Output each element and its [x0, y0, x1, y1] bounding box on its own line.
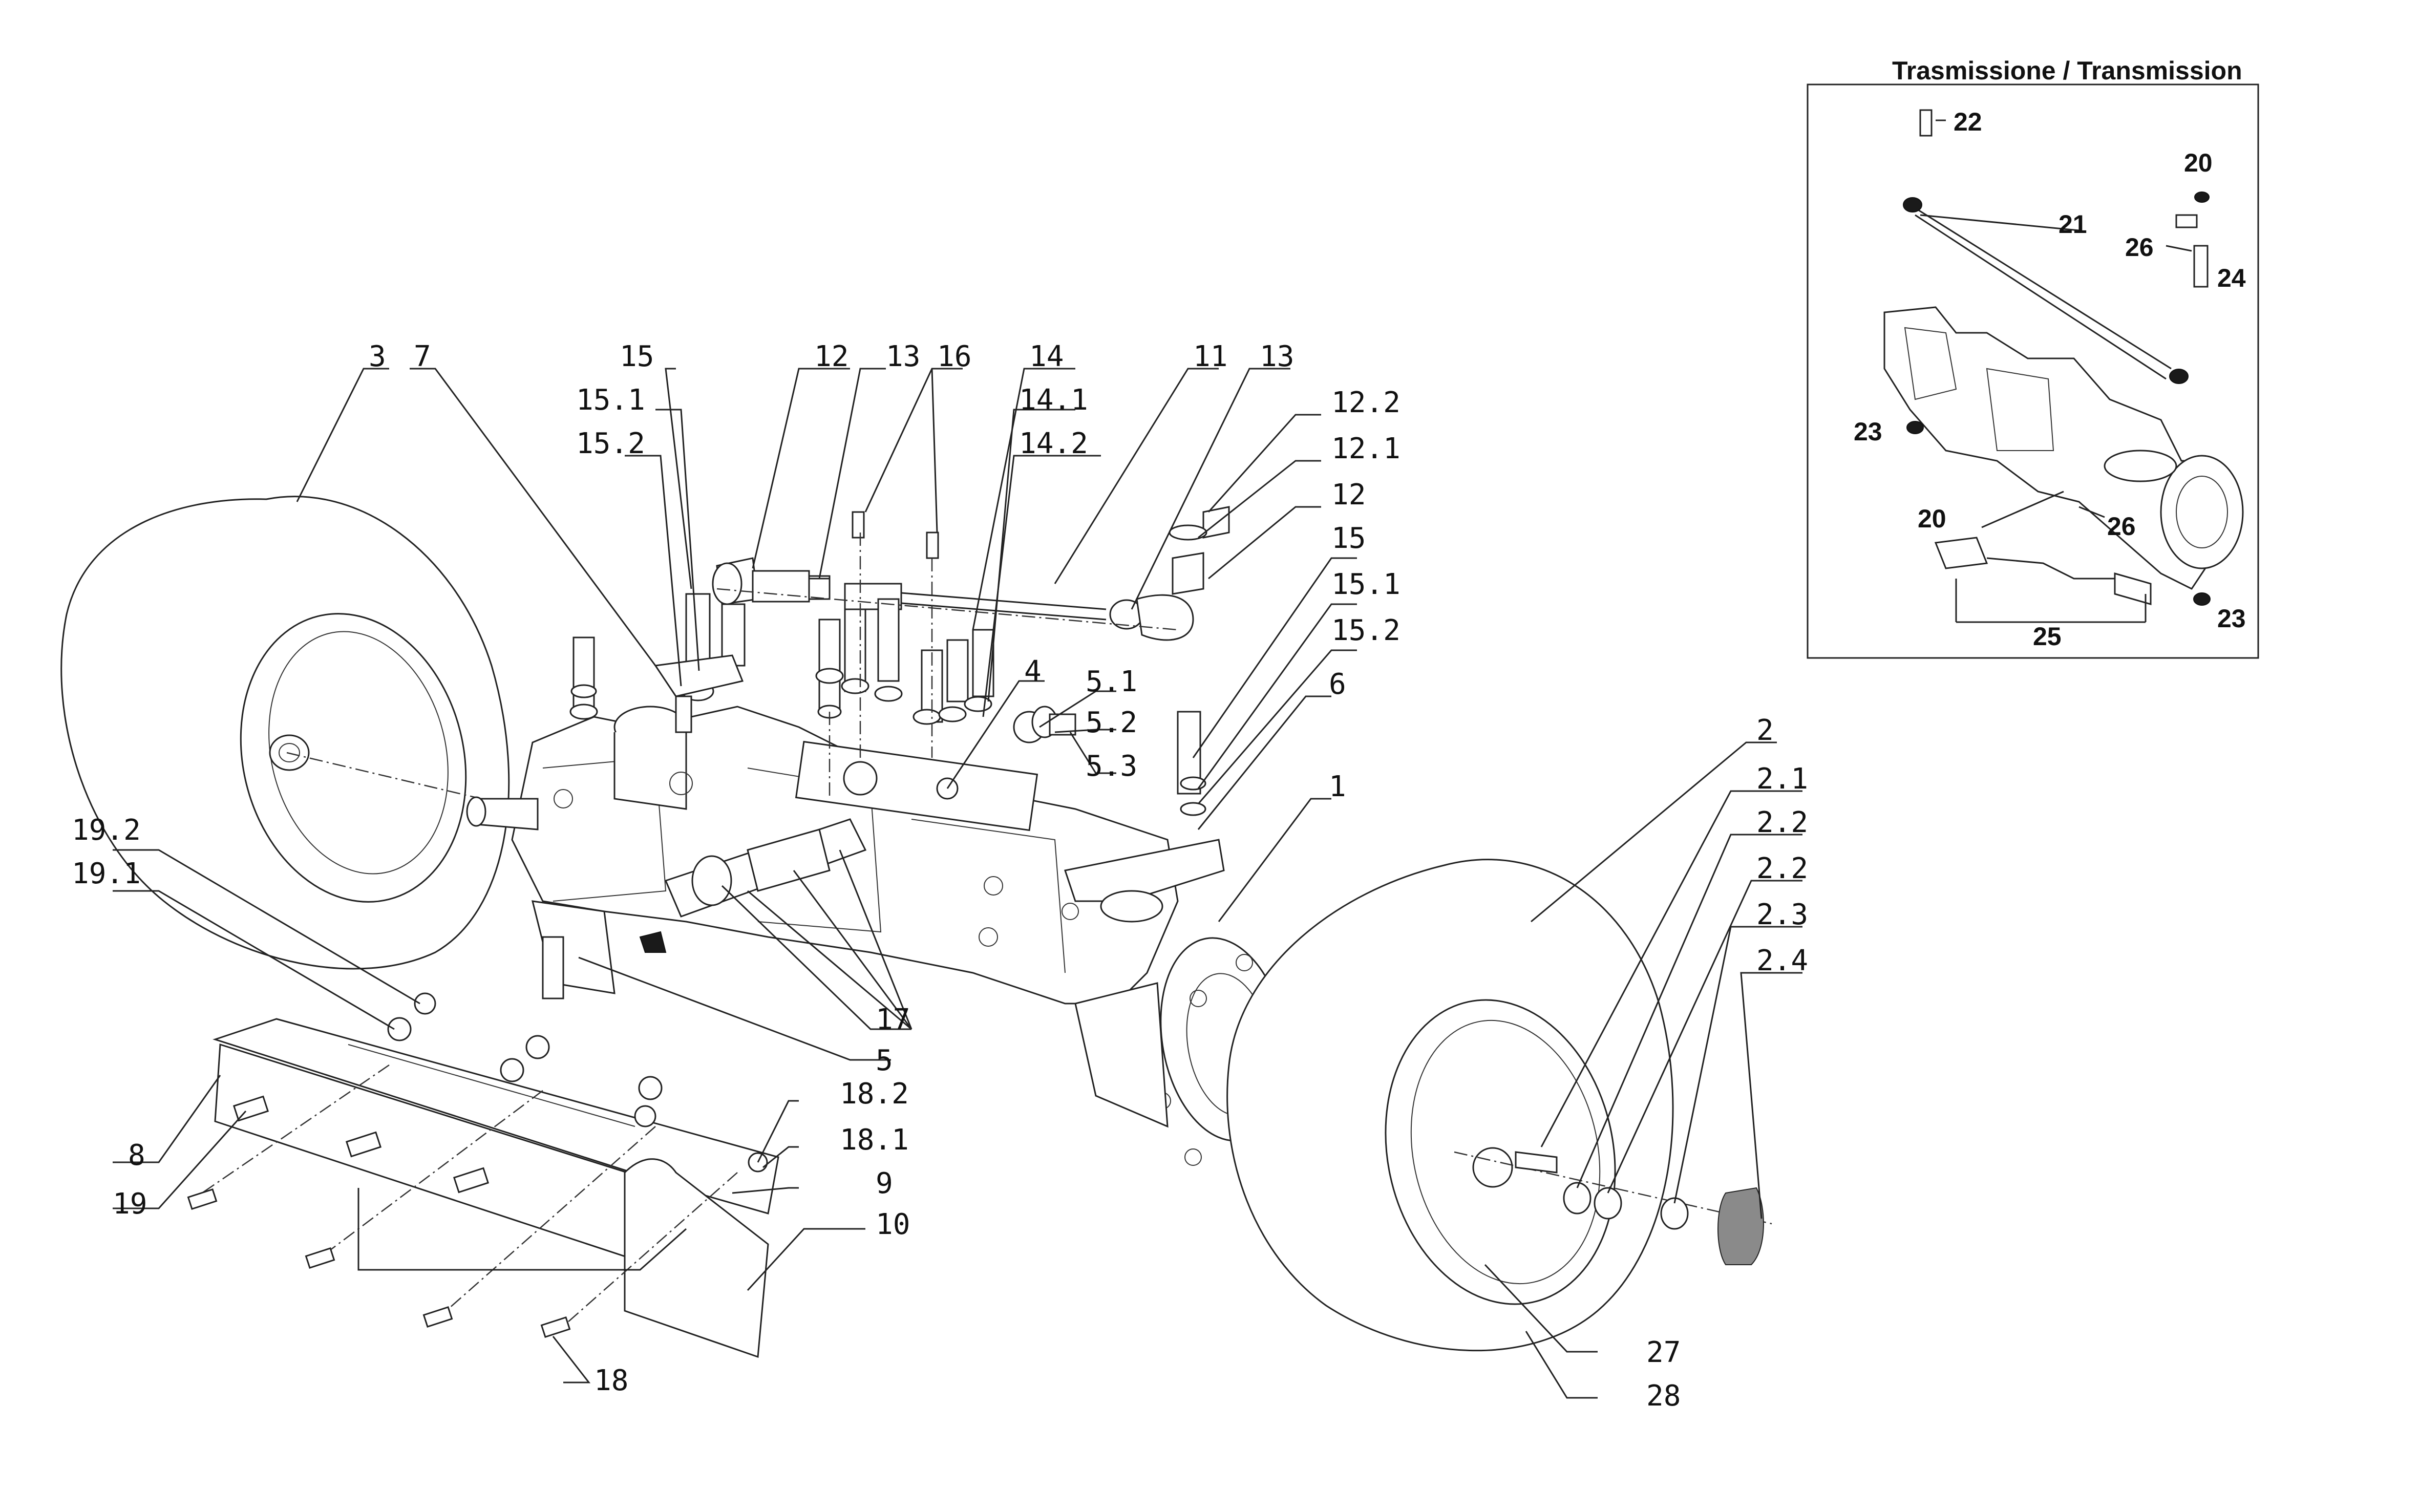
left-wheel — [60, 496, 510, 970]
callout-1: 1 — [1329, 770, 1346, 803]
callout-14-1: 14.1 — [1019, 384, 1088, 417]
inset-callout-25: 25 — [2033, 622, 2062, 651]
inset-callout-26: 26 — [2125, 233, 2154, 262]
callout-14: 14 — [1029, 340, 1064, 373]
inset-labels: Trasmissione / Transmission 22 20 21 26 … — [1854, 56, 2246, 651]
callout-19-1: 19.1 — [72, 857, 141, 890]
callout-28: 28 — [1646, 1379, 1681, 1413]
inset-callout-22: 22 — [1954, 108, 1982, 136]
right-wheel — [1226, 859, 1772, 1352]
guard-plates — [187, 992, 779, 1358]
callout-12-b: 12 — [1331, 478, 1366, 512]
inset-callout-23: 23 — [1854, 417, 1882, 446]
callout-13-b: 13 — [1260, 340, 1294, 373]
callout-18: 18 — [594, 1364, 628, 1397]
callout-15-1-b: 15.1 — [1331, 568, 1401, 601]
top-hardware — [569, 506, 1230, 816]
callout-11: 11 — [1193, 340, 1227, 373]
callout-19: 19 — [113, 1187, 147, 1221]
inset-callout-26-b: 26 — [2107, 512, 2136, 541]
callout-15-1: 15.1 — [576, 384, 645, 417]
callout-12-1: 12.1 — [1331, 432, 1401, 465]
callout-3: 3 — [369, 340, 386, 373]
callout-13: 13 — [886, 340, 920, 373]
callout-19-2: 19.2 — [72, 814, 141, 847]
callout-5: 5 — [876, 1044, 893, 1077]
transmission-inset — [1807, 83, 2259, 659]
callout-15-2-b: 15.2 — [1331, 614, 1401, 647]
callout-18-1: 18.1 — [840, 1123, 909, 1157]
inset-callout-20: 20 — [2184, 148, 2213, 177]
inset-callout-21: 21 — [2059, 210, 2087, 239]
inset-title: Trasmissione / Transmission — [1892, 56, 2242, 85]
callout-15-b: 15 — [1331, 522, 1366, 555]
callout-2: 2 — [1756, 714, 1774, 747]
callout-9: 9 — [876, 1167, 893, 1200]
callout-5-2: 5.2 — [1086, 706, 1137, 739]
callout-15: 15 — [620, 340, 654, 373]
callout-12-2: 12.2 — [1331, 386, 1401, 419]
callout-2-2-b: 2.2 — [1756, 852, 1808, 885]
callout-2-4: 2.4 — [1756, 944, 1808, 977]
callout-17: 17 — [876, 1003, 910, 1036]
callout-15-2: 15.2 — [576, 427, 645, 460]
callout-16: 16 — [937, 340, 971, 373]
callout-labels: 3 7 15 15.1 15.2 12 13 16 14 14.1 14.2 1… — [72, 340, 1808, 1413]
callout-6: 6 — [1329, 668, 1346, 701]
inset-callout-24: 24 — [2217, 264, 2246, 292]
callout-10: 10 — [876, 1208, 910, 1241]
leader-lines — [113, 368, 1802, 1399]
inset-callout-23-b: 23 — [2217, 604, 2246, 633]
callout-7: 7 — [414, 340, 431, 373]
callout-2-2: 2.2 — [1756, 806, 1808, 839]
callout-2-1: 2.1 — [1756, 762, 1808, 796]
callout-2-3: 2.3 — [1756, 898, 1808, 931]
inset-callout-20-b: 20 — [1918, 504, 1946, 533]
callout-27: 27 — [1646, 1336, 1681, 1369]
transmission-housing — [466, 706, 1288, 1166]
callout-4: 4 — [1024, 655, 1042, 688]
callout-8: 8 — [128, 1139, 145, 1172]
callout-12: 12 — [814, 340, 848, 373]
callout-5-1: 5.1 — [1086, 665, 1137, 698]
callout-5-3: 5.3 — [1086, 750, 1137, 783]
callout-18-2: 18.2 — [840, 1077, 909, 1111]
callout-14-2: 14.2 — [1019, 427, 1088, 460]
